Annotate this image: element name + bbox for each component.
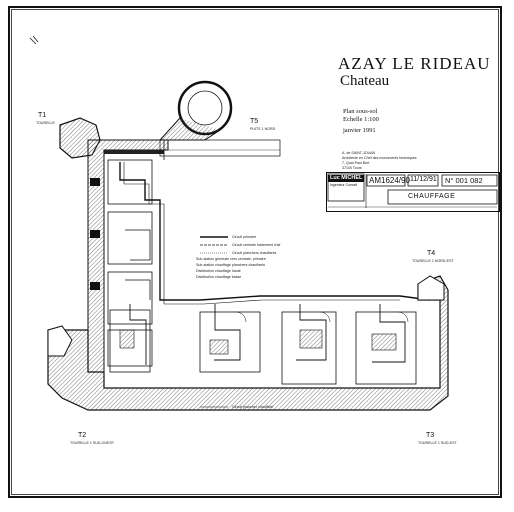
- drawing-title: AZAY LE RIDEAU: [338, 54, 491, 73]
- architect-name: A. de SAINT-JOUAN: [342, 151, 376, 155]
- tower-t1-label: T1: [38, 112, 47, 119]
- legend-note-3: Distribution chauffage haute: [196, 269, 241, 273]
- architect-city: 37100 Tours: [342, 166, 362, 170]
- tower-t4-label: T4: [427, 250, 436, 257]
- stamp-date: 11/12/91: [410, 176, 437, 183]
- legend-circuit-centrale: Circuit centrale traitement d'air: [232, 243, 281, 247]
- legend-circuit-planchers: Circuit planchers chauffants: [232, 251, 277, 255]
- stamp-label: CHAUFFAGE: [408, 193, 456, 200]
- sheet-frame: [8, 6, 502, 498]
- sheet-inner-frame: [11, 9, 499, 495]
- drawing-subtitle: Chateau: [340, 73, 390, 89]
- legend-circuit-primaire: Circuit primaire: [232, 235, 257, 239]
- tower-t1-sub: TOURELLE: [36, 121, 55, 125]
- tower-t5-sub: PUITS 1 NORD: [250, 127, 276, 131]
- legend-note-1: Sub-station générale vers centrale, prim…: [196, 257, 266, 261]
- tower-t3-sub: TOURELLE 1 SUD-EST: [418, 441, 457, 445]
- legend-note-2: Sub-station chauffage planchers chauffan…: [196, 263, 265, 267]
- architect-role: Architecte en Chef des monuments histori…: [342, 156, 417, 160]
- legend-note-4: Distribution chauffage basse: [196, 275, 242, 279]
- plan-name: Plan sous-sol: [343, 108, 378, 115]
- stamp-reference: AM1624/90: [369, 176, 410, 185]
- plan-scale: Echelle 1:100: [343, 116, 379, 123]
- stamp-number: N° 001 082: [445, 176, 483, 185]
- tower-t4-sub: TOURELLE 1 NORD-EST: [412, 259, 454, 263]
- stamp-company-sub: Ingénieur Conseil: [330, 183, 358, 187]
- stamp-company: Luc MICHEL: [330, 175, 363, 181]
- tower-t2-label: T2: [78, 432, 87, 439]
- plan-date: janvier 1991: [343, 127, 376, 134]
- legend-circuit-plancher-bottom: Circuit plancher chauffant: [232, 405, 273, 409]
- tower-t2-sub: TOURELLE 1 SUD-OUEST: [70, 441, 115, 445]
- title-block-stamp: Luc MICHEL Ingénieur Conseil AM1624/90 1…: [326, 172, 500, 212]
- tower-t3-label: T3: [426, 432, 435, 439]
- architect-address: 7, Quai Paul Bert: [342, 161, 370, 165]
- tower-t5-label: T5: [250, 118, 259, 125]
